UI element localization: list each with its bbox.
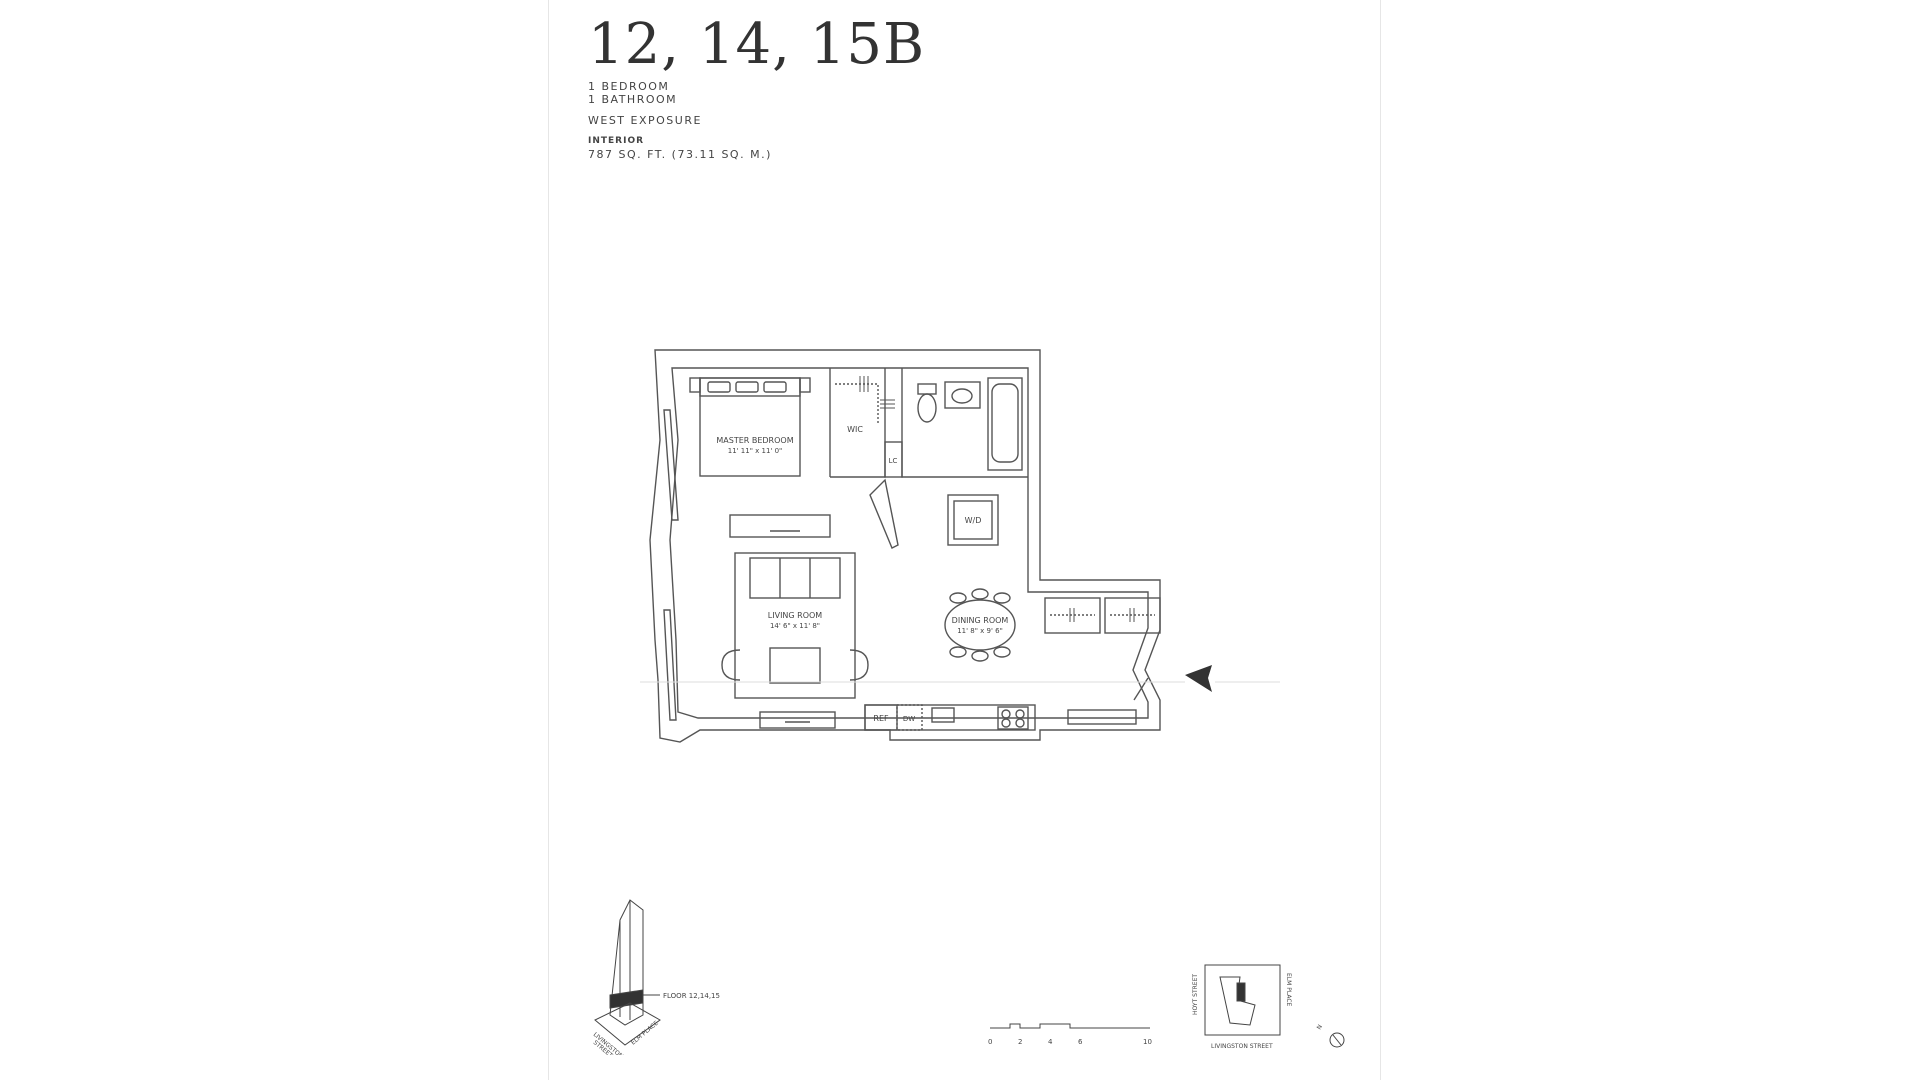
bedroom-count: 1 BEDROOM [588,80,670,93]
tub-outer [987,377,1023,471]
site-map: HOYT STREET ELM PLACE LIVINGSTON STREET … [1192,964,1345,1050]
lc-closet [884,441,903,478]
washer-dryer-outer [947,494,999,546]
scale-tick-0: 0 [988,1038,992,1046]
wall-wic-bottom [830,440,886,478]
site-block [1204,964,1281,1036]
floor-plan: MASTER BEDROOM 11' 11" x 11' 0" WIC LC W… [640,349,1280,743]
label-dw: DW [903,715,915,723]
north-compass [1329,1032,1345,1048]
label-dining-room-dims: 11' 8" x 9' 6" [957,627,1003,635]
scale-tick-6: 6 [1078,1038,1083,1046]
unit-title: 12, 14, 15B [588,12,926,77]
label-master-bedroom-dims: 11' 11" x 11' 0" [728,447,783,455]
nightstand-right [799,377,811,393]
north-pointer [1332,1034,1342,1046]
dresser-bedroom [729,514,831,538]
site-hoyt: HOYT STREET [1192,974,1199,1015]
page-edge-left [548,0,549,1080]
label-living-room: LIVING ROOM [768,611,823,620]
coffee-table [769,647,821,684]
unit-meta: 1 BEDROOM 1 BATHROOM WEST EXPOSURE INTER… [588,80,925,161]
tower-key: FLOOR 12,14,15 LIVINGSTON STREET ELM PLA… [592,899,720,1055]
washer-dryer-inner [953,500,993,540]
label-wic: WIC [847,425,863,434]
chair-4 [949,646,967,658]
page-edge-right [1380,0,1381,1080]
label-dining-room: DINING ROOM [952,616,1009,625]
dining-table [944,599,1016,651]
inner-wall [669,367,1149,719]
site-highlight [1236,982,1246,1002]
wic-rod [835,383,879,425]
living-rug [734,552,856,699]
bed [699,377,801,477]
closet-right-2 [1104,597,1161,634]
burner-1 [1001,709,1011,719]
tower-base [594,1002,661,1046]
toilet-tank [917,383,937,395]
chair-5 [971,650,989,662]
sofa [749,557,841,599]
wic-shelf [859,376,869,392]
exposure: WEST EXPOSURE [588,114,702,127]
closet-right-1 [1044,597,1101,634]
scale-tick-2: 2 [1018,1038,1022,1046]
tower-floor-highlight [609,989,644,1009]
site-elm: ELM PLACE [1285,973,1292,1007]
pillow-2 [735,381,759,393]
tower-floor-label: FLOOR 12,14,15 [663,992,720,1000]
site-livingston: LIVINGSTON STREET [1211,1043,1273,1050]
label-master-bedroom: MASTER BEDROOM [716,436,793,445]
chair-6 [993,646,1011,658]
interior-area: 787 SQ. FT. (73.11 SQ. M.) [588,148,772,161]
angled-wall [869,478,899,549]
dresser-living [759,711,836,729]
pillow-3 [763,381,787,393]
site-north: N [1316,1024,1324,1031]
armchair-right [849,649,869,681]
tub-inner [991,383,1019,463]
vanity [944,381,981,409]
window-left-bottom [663,609,677,721]
armchair-left [721,649,741,681]
interior-label: INTERIOR [588,136,645,146]
label-lc: LC [889,457,898,465]
entry-arrow [1185,665,1212,692]
plan-header: 12, 14, 15B 1 BEDROOM 1 BATHROOM WEST EX… [588,10,925,161]
site-footprint [1219,976,1256,1026]
burner-4 [1015,718,1025,728]
scale-line [990,1023,1150,1029]
label-wd: W/D [965,516,982,525]
kitchen-sink [931,707,955,723]
bed-headboard [699,377,801,397]
bathroom-count: 1 BATHROOM [588,93,678,106]
hall-cabinet [1067,709,1137,725]
burner-3 [1001,718,1011,728]
sink [951,388,973,404]
chair-3 [993,592,1011,604]
outer-wall [649,349,1161,743]
tower-street-2: ELM PLACE [630,1020,660,1047]
chair-1 [949,592,967,604]
chair-2 [971,588,989,600]
nightstand-left [689,377,701,393]
scale-bar: 0 2 4 6 10 [988,1023,1152,1046]
pillow-1 [707,381,731,393]
burner-2 [1015,709,1025,719]
closet-hangers [1069,608,1135,622]
scale-tick-4: 4 [1048,1038,1053,1046]
ref [864,704,898,731]
scale-tick-10: 10 [1143,1038,1152,1046]
cooktop [997,706,1029,730]
sofa-cushions [779,558,811,598]
dw [896,704,923,731]
window-left-top [663,409,679,521]
label-ref: REF [873,714,889,723]
toilet-bowl [917,393,937,423]
label-living-room-dims: 14' 6" x 11' 8" [770,622,820,630]
wic-shelf-2 [880,399,895,409]
